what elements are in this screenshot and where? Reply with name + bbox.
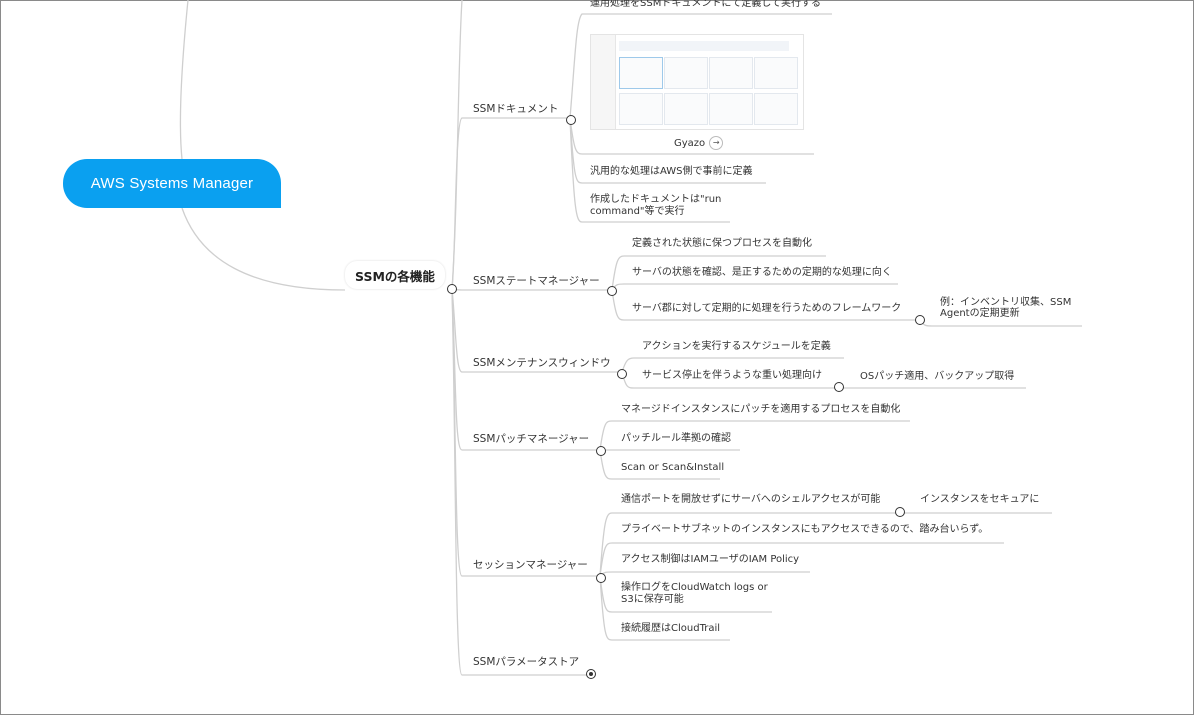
document-item-3-line2[interactable]: command"等で実行: [590, 206, 685, 217]
branch-ssm-maintenance-window[interactable]: SSMメンテナンスウィンドウ: [473, 357, 611, 369]
branch-ssm-document-toggle[interactable]: [566, 115, 576, 125]
document-screenshot-image[interactable]: [590, 34, 804, 130]
branch-ssm-document[interactable]: SSMドキュメント: [473, 103, 559, 115]
document-item-3-line1[interactable]: 作成したドキュメントは"run: [590, 194, 722, 205]
state-sub-line2[interactable]: Agentの定期更新: [940, 308, 1020, 319]
maintenance-item-2-toggle[interactable]: [834, 382, 844, 392]
state-sub-line1[interactable]: 例：インベントリ収集、SSM: [940, 297, 1072, 308]
branch-ssm-state-manager[interactable]: SSMステートマネージャー: [473, 275, 600, 287]
branch-patch-toggle[interactable]: [596, 446, 606, 456]
branch-session-toggle[interactable]: [596, 573, 606, 583]
maintenance-item-1[interactable]: アクションを実行するスケジュールを定義: [642, 341, 831, 352]
hub-topic-label: SSMの各機能: [355, 268, 435, 284]
hub-collapse-toggle[interactable]: [447, 284, 457, 294]
state-item-3-toggle[interactable]: [915, 315, 925, 325]
patch-item-2[interactable]: パッチルール準拠の確認: [621, 433, 731, 444]
branch-maintenance-toggle[interactable]: [617, 369, 627, 379]
branch-parameter-expand-toggle[interactable]: [586, 669, 596, 679]
maintenance-item-2[interactable]: サービス停止を伴うような重い処理向け: [642, 370, 822, 381]
arrow-right-icon: →: [709, 136, 724, 150]
hub-topic[interactable]: SSMの各機能: [345, 261, 445, 289]
document-item-2[interactable]: 汎用的な処理はAWS側で事前に定義: [590, 166, 753, 177]
branch-session-manager[interactable]: セッションマネージャー: [473, 559, 588, 571]
session-item-1-toggle[interactable]: [895, 507, 905, 517]
root-topic-label: AWS Systems Manager: [90, 175, 254, 192]
state-item-1[interactable]: 定義された状態に保つプロセスを自動化: [632, 238, 812, 249]
session-sub[interactable]: インスタンスをセキュアに: [920, 494, 1040, 505]
state-item-3[interactable]: サーバ郡に対して定期的に処理を行うためのフレームワーク: [632, 303, 902, 314]
session-item-5[interactable]: 接続履歴はCloudTrail: [621, 623, 720, 634]
session-item-3[interactable]: アクセス制御はIAMユーザのIAM Policy: [621, 554, 800, 565]
session-item-1[interactable]: 通信ポートを開放せずにサーバへのシェルアクセスが可能: [621, 494, 881, 505]
branch-ssm-parameter-store[interactable]: SSMパラメータストア: [473, 656, 580, 668]
branch-ssm-patch-manager[interactable]: SSMパッチマネージャー: [473, 433, 590, 445]
session-item-4-line2[interactable]: S3に保存可能: [621, 594, 684, 605]
patch-item-1[interactable]: マネージドインスタンスにパッチを適用するプロセスを自動化: [621, 404, 901, 415]
session-item-2[interactable]: プライベートサブネットのインスタンスにもアクセスできるので、踏み台いらず。: [621, 524, 989, 535]
root-topic[interactable]: AWS Systems Manager: [63, 159, 281, 208]
maintenance-sub[interactable]: OSパッチ適用、バックアップ取得: [860, 371, 1015, 382]
gyazo-link-label: Gyazo: [674, 137, 706, 149]
document-item-1[interactable]: 運用処理をSSMドキュメントにて定義して実行する: [590, 0, 822, 9]
patch-item-3[interactable]: Scan or Scan&Install: [621, 462, 725, 473]
state-item-2[interactable]: サーバの状態を確認、是正するための定期的な処理に向く: [632, 267, 892, 278]
branch-state-toggle[interactable]: [607, 286, 617, 296]
gyazo-link[interactable]: Gyazo →: [674, 136, 724, 150]
session-item-4-line1[interactable]: 操作ログをCloudWatch logs or: [621, 582, 768, 593]
